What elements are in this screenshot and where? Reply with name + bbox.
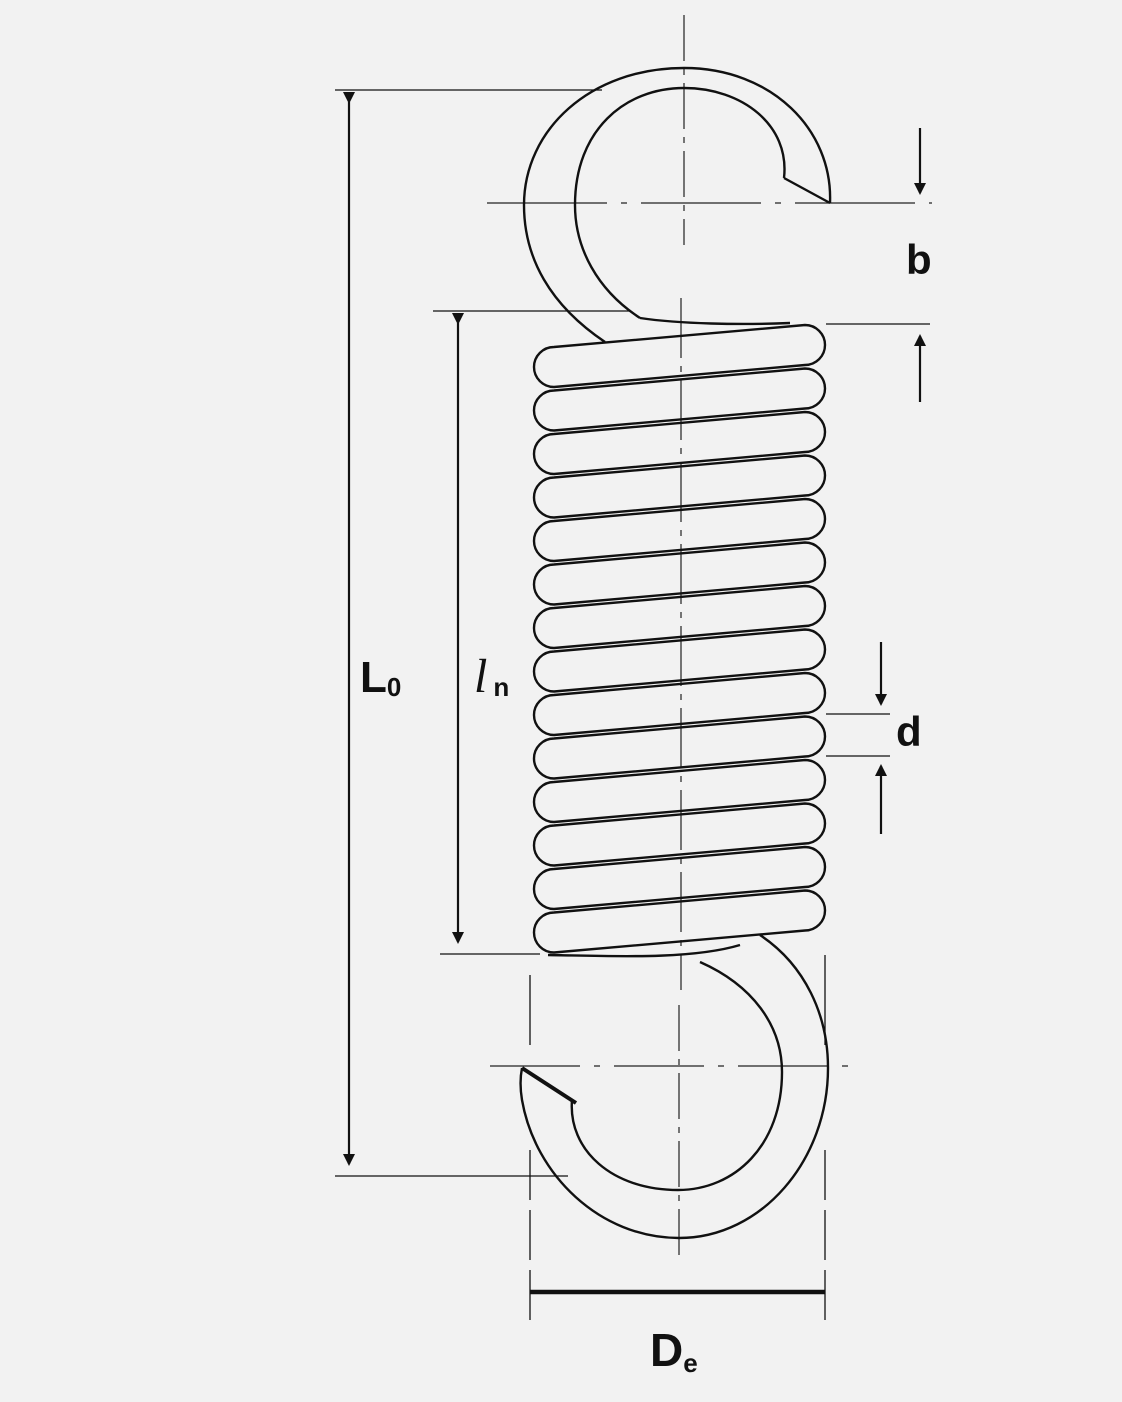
coil-loop: [532, 715, 827, 780]
coil-loop: [532, 497, 827, 563]
label-De: De: [650, 1324, 698, 1378]
coil-loop: [532, 845, 827, 911]
label-L0: L0: [360, 653, 401, 702]
coil-loop: [532, 454, 827, 519]
coil-loop: [532, 889, 827, 954]
centerlines: [487, 15, 932, 1260]
dimension-lines: [343, 92, 926, 1295]
coil-loop: [532, 802, 827, 867]
coil-loop: [532, 758, 827, 824]
spring-coils: [532, 323, 827, 954]
coil-loop: [532, 410, 827, 476]
top-hook: [522, 66, 832, 343]
coil-loop: [532, 584, 827, 650]
extension-lines: [335, 89, 930, 1330]
label-d: d: [896, 708, 922, 755]
coil-loop: [532, 367, 827, 432]
coil-loop: [532, 323, 827, 389]
coil-loop: [532, 671, 827, 737]
bottom-hook: [519, 934, 830, 1240]
label-b: b: [906, 236, 932, 283]
coil-loop: [532, 541, 827, 606]
coil-loop: [532, 628, 827, 693]
